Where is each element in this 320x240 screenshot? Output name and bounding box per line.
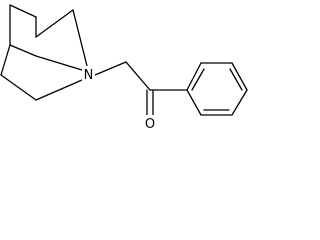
bond [35,79,83,101]
atom-nitrogen: N [82,66,95,83]
atom-label-background [82,66,95,82]
bond [35,9,74,38]
bond [0,74,37,101]
oxygen-label: O [145,117,155,132]
bond [9,44,37,57]
atom-label-background [143,115,157,131]
bond [72,9,88,67]
bond [0,44,11,76]
bond [35,55,83,71]
ring-bond [186,89,202,116]
aromatic-inner-bond [191,68,205,91]
bond [125,61,151,91]
bonds [0,4,248,116]
nitrogen-label: N [84,68,94,83]
ring-bond [231,62,248,91]
bond [9,4,37,18]
molecule-diagram: N O [0,4,248,132]
bond [94,61,127,76]
ring-bond [231,89,248,116]
atom-oxygen: O [143,115,157,132]
aromatic-inner-bond [229,68,243,91]
ring-bond [186,62,202,91]
